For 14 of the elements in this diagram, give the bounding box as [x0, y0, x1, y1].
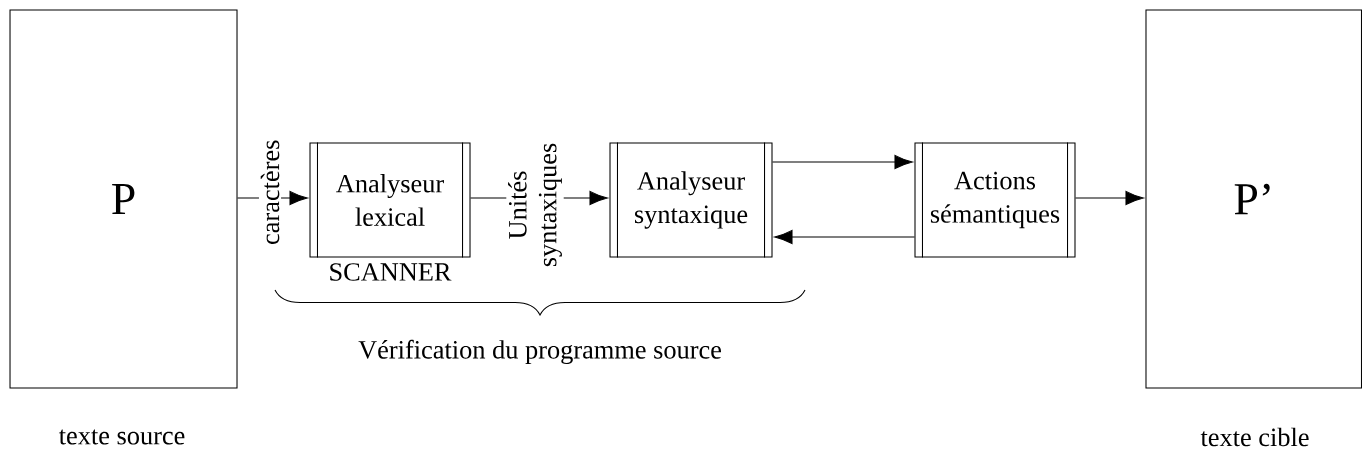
process-box: Analyseur syntaxique	[609, 141, 773, 259]
node-caption: texte cible	[1200, 427, 1309, 447]
arrow	[1075, 190, 1144, 206]
process-box: Actions sémantiques	[914, 141, 1076, 259]
edge-label: Unités syntaxiques	[506, 123, 564, 287]
node-caption: texte source	[58, 429, 185, 445]
arrow	[772, 154, 913, 170]
arrow	[774, 229, 915, 245]
node-caption: SCANNER	[330, 263, 452, 281]
brace-label: Vérification du programme source	[358, 339, 721, 365]
process-box: Analyseur lexical	[309, 141, 471, 259]
page-box: P’	[1145, 9, 1362, 389]
edge-label: caractères	[258, 140, 282, 247]
page-box: P	[9, 9, 238, 389]
